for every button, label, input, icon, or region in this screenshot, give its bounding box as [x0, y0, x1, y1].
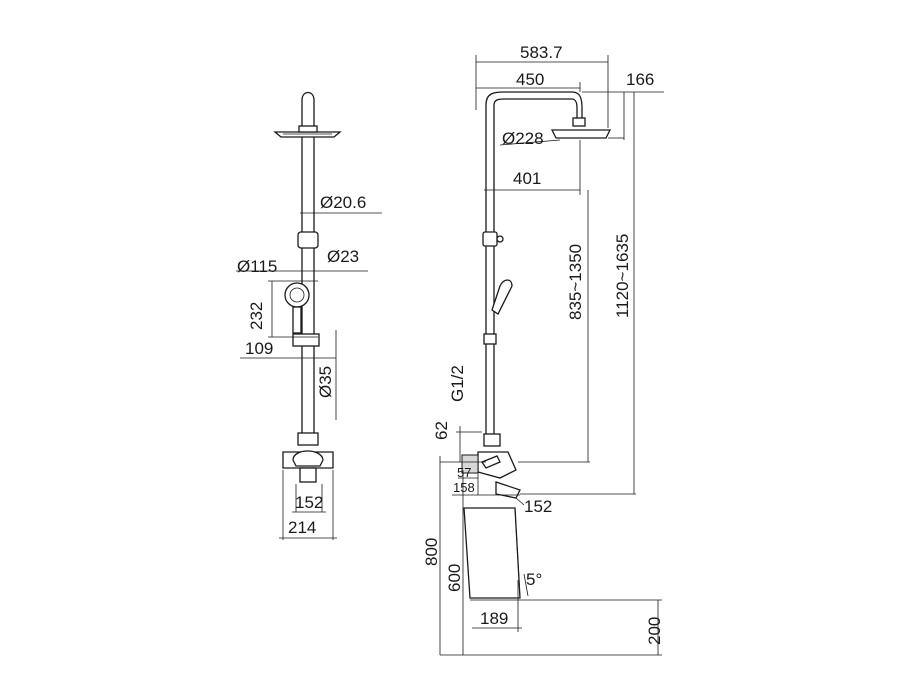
side-spout — [495, 481, 521, 499]
label-off-handshower: 109 — [245, 339, 273, 358]
label-w-mixer-outer: 214 — [288, 518, 316, 537]
front-hand-shower-face — [289, 287, 305, 303]
side-diverter — [483, 433, 501, 447]
front-top-hook — [301, 91, 315, 126]
label-tub-height: 600 — [445, 564, 464, 592]
side-slider-knob — [496, 235, 504, 243]
label-riser-to-head: 401 — [513, 169, 541, 188]
front-wall-bracket — [292, 333, 320, 347]
label-d-head: Ø228 — [502, 129, 544, 148]
side-slider — [482, 231, 498, 247]
front-head-connector — [298, 125, 318, 133]
side-arm-outer — [485, 91, 583, 118]
label-thread: G1/2 — [448, 365, 467, 402]
front-hand-shower-handle — [292, 306, 302, 334]
front-slider — [297, 231, 319, 249]
front-spout — [299, 467, 317, 483]
front-view: Ø20.6 Ø23 Ø115 232 109 Ø35 152 214 — [236, 91, 382, 540]
front-rain-head — [273, 131, 342, 138]
front-mixer-connector — [297, 432, 319, 446]
side-wall-bracket — [483, 333, 497, 345]
label-adj-range: 835~1350 — [566, 244, 585, 320]
label-head-height: 166 — [626, 70, 654, 89]
label-d-riser: Ø35 — [316, 366, 335, 398]
label-inlet-depth: 57 — [457, 465, 471, 480]
label-floor-clear: 200 — [645, 617, 664, 645]
side-head-connector — [572, 117, 586, 127]
label-h-handshower: 232 — [247, 302, 266, 330]
side-rain-head — [550, 129, 612, 139]
side-hand-shower — [491, 279, 513, 315]
label-spout-depth: 158 — [453, 480, 475, 495]
side-bathtub-edge — [514, 507, 521, 599]
label-total-reach: 583.7 — [520, 43, 563, 62]
label-w-mixer-inner: 152 — [295, 493, 323, 512]
leader-152 — [515, 497, 525, 506]
label-arm-length: 450 — [516, 70, 544, 89]
label-d-handshower: Ø115 — [237, 257, 277, 276]
label-d-slider: Ø23 — [327, 247, 359, 266]
side-inlet-fitting — [481, 455, 501, 469]
label-inlet-height: 62 — [432, 421, 451, 440]
angle-line — [523, 573, 529, 597]
leader-d-head — [499, 139, 561, 146]
label-mount-height: 800 — [422, 538, 441, 566]
front-mixer-lever — [292, 450, 324, 467]
side-bathtub — [463, 507, 521, 599]
label-tub-offset: 189 — [480, 609, 508, 628]
label-spout-reach: 152 — [524, 497, 552, 516]
label-total-range: 1120~1635 — [613, 234, 632, 318]
label-d-arm: Ø20.6 — [320, 193, 366, 212]
label-angle: 5° — [526, 570, 542, 589]
side-view: 583.7 450 166 Ø228 401 835~1350 1120~163… — [422, 43, 664, 656]
side-arm-inner — [493, 98, 578, 118]
front-hand-shower-head — [284, 282, 310, 308]
